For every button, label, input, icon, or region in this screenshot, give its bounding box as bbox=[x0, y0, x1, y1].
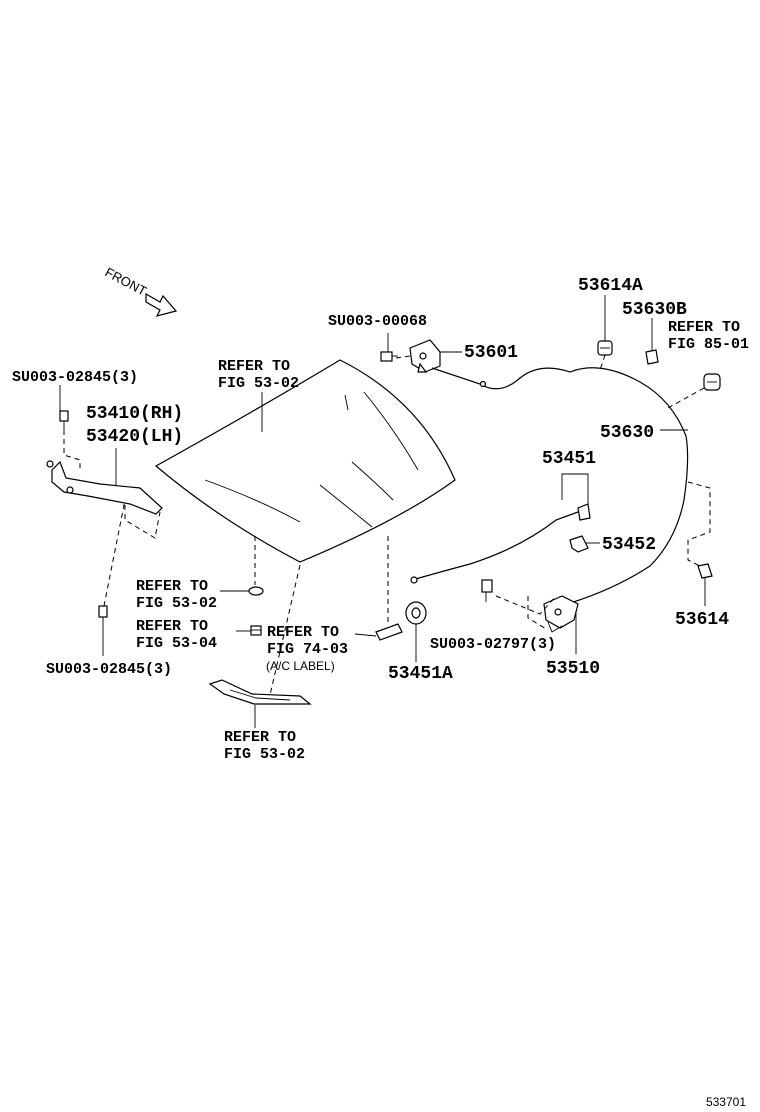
label-53452: 53452 bbox=[602, 535, 656, 555]
label-53451a: 53451A bbox=[388, 664, 453, 684]
lever-cable bbox=[411, 511, 579, 581]
hood-cushion bbox=[250, 625, 262, 636]
hood-insulator bbox=[208, 679, 312, 705]
label-53630b: 53630B bbox=[622, 300, 687, 320]
label-ac-label: (A/C LABEL) bbox=[266, 659, 335, 673]
label-53451: 53451 bbox=[542, 449, 596, 469]
label-su003-00068: SU003-00068 bbox=[328, 313, 427, 330]
label-refer-5304-l1: REFER TO bbox=[136, 618, 208, 635]
bolt-00068 bbox=[380, 351, 398, 362]
label-53410-rh: 53410(RH) bbox=[86, 404, 183, 424]
clip-53614 bbox=[697, 563, 713, 579]
label-refer-hood-l1: REFER TO bbox=[218, 358, 290, 375]
grommet-53451a bbox=[405, 601, 427, 625]
label-53614a: 53614A bbox=[578, 276, 643, 296]
label-refer-5302b-l2: FIG 53-02 bbox=[224, 746, 305, 763]
hood-lock-53510 bbox=[543, 595, 579, 633]
grommet-85 bbox=[703, 373, 721, 391]
label-53614: 53614 bbox=[675, 610, 729, 630]
label-refer-5302b-l1: REFER TO bbox=[224, 729, 296, 746]
label-refer-5304-l2: FIG 53-04 bbox=[136, 635, 217, 652]
figure-code: 533701 bbox=[706, 1095, 746, 1109]
label-53601: 53601 bbox=[464, 343, 518, 363]
release-cable bbox=[431, 367, 689, 607]
seal-ring bbox=[248, 586, 264, 596]
hood-panel bbox=[154, 359, 456, 563]
label-refer-7403-l2: FIG 74-03 bbox=[267, 641, 348, 658]
hood-hinge bbox=[46, 460, 163, 515]
label-53630: 53630 bbox=[600, 423, 654, 443]
label-refer-5302a-l2: FIG 53-02 bbox=[136, 595, 217, 612]
clip-53630b bbox=[645, 349, 659, 365]
front-arrow-icon bbox=[145, 292, 178, 317]
lever-53451 bbox=[577, 503, 591, 521]
bolt-top bbox=[59, 410, 69, 430]
label-refer-5302a-l1: REFER TO bbox=[136, 578, 208, 595]
label-su003-02845-top: SU003-02845(3) bbox=[12, 369, 138, 386]
hood-lock-bracket bbox=[409, 339, 441, 373]
clip-53614a bbox=[597, 340, 613, 356]
label-su003-02845-bottom: SU003-02845(3) bbox=[46, 661, 172, 678]
label-su003-02797: SU003-02797(3) bbox=[430, 636, 556, 653]
label-53420-lh: 53420(LH) bbox=[86, 427, 183, 447]
lever-handle-53452 bbox=[569, 535, 589, 553]
label-refer-85-l1: REFER TO bbox=[668, 319, 740, 336]
bolt-02797 bbox=[481, 579, 493, 602]
label-refer-hood-l2: FIG 53-02 bbox=[218, 375, 299, 392]
ac-label-sticker bbox=[375, 623, 403, 641]
bolt-bottom bbox=[98, 605, 108, 622]
label-refer-85-l2: FIG 85-01 bbox=[668, 336, 749, 353]
front-arrow: FRONT bbox=[103, 264, 178, 317]
label-refer-7403-l1: REFER TO bbox=[267, 624, 339, 641]
front-label: FRONT bbox=[103, 264, 150, 298]
label-53510: 53510 bbox=[546, 659, 600, 679]
